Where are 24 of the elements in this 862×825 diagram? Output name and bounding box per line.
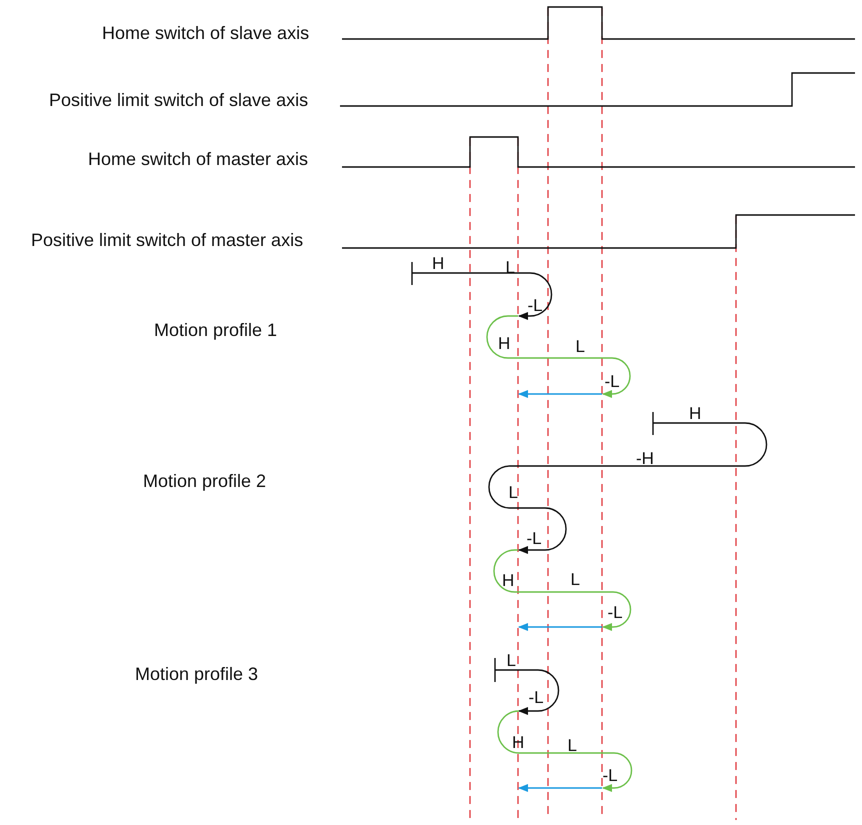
speed-label: H: [512, 734, 524, 750]
signal-label: Positive limit switch of master axis: [31, 231, 304, 249]
speed-label: -L: [528, 296, 543, 314]
speed-label: -H: [636, 450, 654, 466]
profile-label: Motion profile 1: [154, 321, 278, 339]
speed-label: L: [508, 484, 518, 500]
speed-label: H: [498, 334, 510, 352]
signal-label: Home switch of slave axis: [102, 24, 310, 42]
speed-label: H: [689, 404, 702, 422]
speed-label: L: [568, 736, 577, 754]
speed-label: -L: [608, 604, 623, 620]
profile-label: Motion profile 3: [135, 665, 258, 683]
speed-label: L: [576, 338, 585, 354]
speed-label: -L: [604, 372, 620, 390]
signal-label: Positive limit switch of slave axis: [49, 91, 308, 109]
speed-label: L: [506, 652, 516, 668]
speed-label: H: [432, 254, 444, 272]
speed-label: H: [502, 572, 514, 588]
signal-label: Home switch of master axis: [88, 150, 308, 168]
speed-label: -L: [526, 530, 542, 546]
speed-label: L: [570, 570, 580, 588]
profile-label: Motion profile 2: [143, 472, 266, 490]
speed-label: -L: [602, 766, 618, 784]
speed-label: -L: [528, 688, 544, 706]
